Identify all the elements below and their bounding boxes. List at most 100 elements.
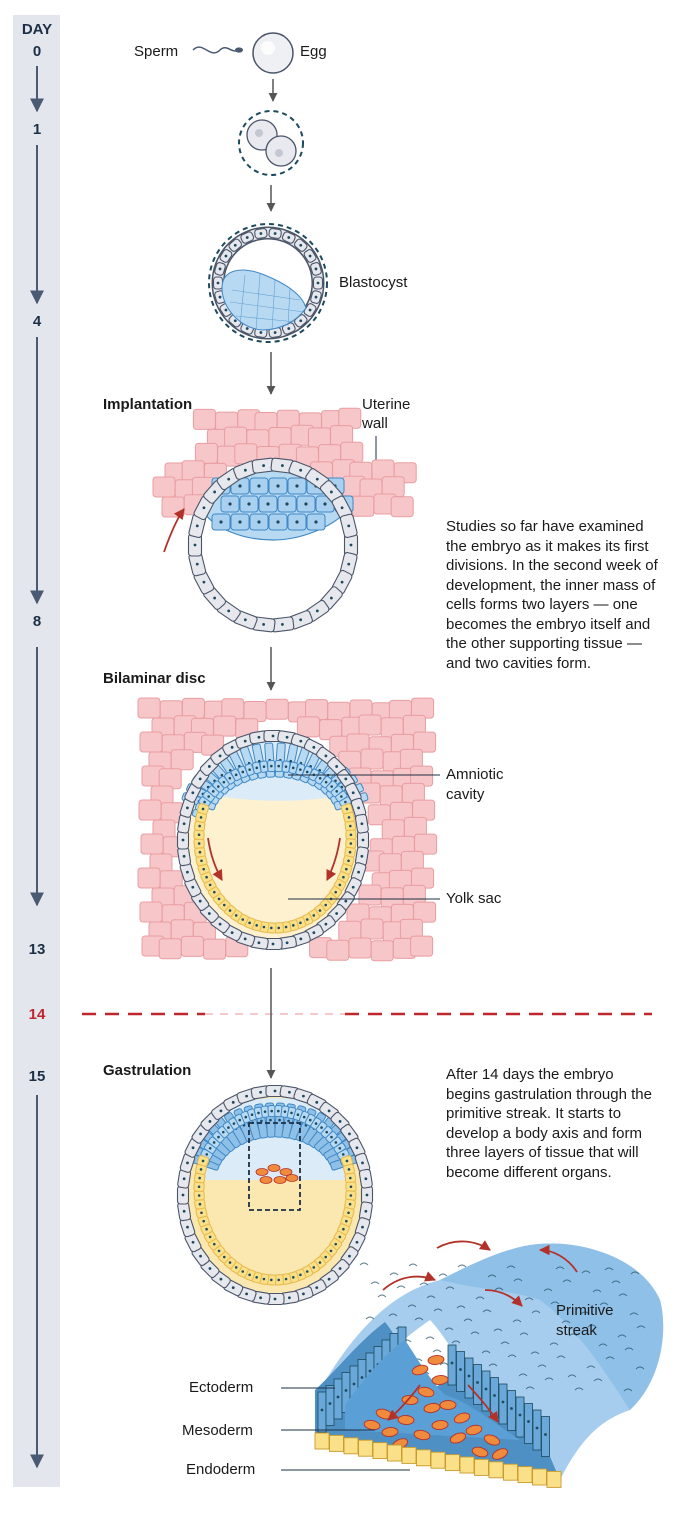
endoderm-cell (517, 1466, 533, 1484)
cell-nucleus (207, 795, 210, 798)
cell-nucleus (217, 1135, 220, 1139)
cell-nucleus (222, 780, 226, 784)
cell-nucleus (338, 1146, 342, 1150)
cell-nucleus (224, 308, 228, 312)
cell-nucleus (347, 1168, 351, 1171)
ectoderm-cell (325, 1385, 335, 1426)
two-cell-stage (238, 110, 304, 176)
ectoderm-cell (507, 1390, 516, 1431)
cell-nucleus (361, 1225, 364, 1229)
cell-nucleus (257, 520, 261, 524)
cell-nucleus (218, 922, 222, 926)
implantation-embryo (152, 407, 417, 633)
cell-nucleus (459, 1368, 462, 1371)
cell-nucleus (349, 833, 353, 837)
mesoderm-cell (427, 1354, 445, 1366)
cell-nucleus (198, 850, 202, 854)
cell-nucleus (276, 520, 280, 524)
cell-nucleus (197, 1194, 201, 1197)
bilaminar-embryo (137, 697, 438, 962)
cell-nucleus (357, 870, 360, 874)
surface-cell (456, 1305, 466, 1309)
zoom-box (248, 1122, 301, 1211)
cell-nucleus (202, 867, 205, 871)
yolk-sac-label: Yolk sac (446, 890, 502, 907)
surface-cell (562, 1279, 572, 1283)
cell-nucleus (299, 739, 303, 743)
surface-cell (389, 1272, 399, 1276)
uterine-cell (370, 940, 394, 962)
cell-nucleus (203, 800, 206, 804)
cell-nucleus (327, 1277, 331, 1281)
cell-nucleus (340, 580, 344, 584)
cell-nucleus (243, 937, 247, 941)
cell-nucleus (292, 924, 295, 927)
sperm-label: Sperm (134, 43, 178, 60)
cell-nucleus (292, 1276, 295, 1279)
cell-nucleus (228, 502, 232, 506)
ectoderm-cell (447, 1344, 457, 1386)
mesoderm-cell (492, 1448, 508, 1460)
surface-cell (444, 1327, 454, 1331)
uterine-cell (137, 697, 161, 719)
ectoderm-label: Ectoderm (189, 1379, 253, 1396)
cell-nucleus (527, 1420, 530, 1423)
surface-cell (543, 1288, 553, 1292)
cell-nucleus (336, 1395, 340, 1399)
timeline-header: DAY (22, 21, 52, 38)
cell-nucleus (205, 1227, 208, 1231)
cell-nucleus (219, 1109, 223, 1113)
surface-cell (408, 1263, 418, 1267)
cell-nucleus (355, 1146, 359, 1150)
surface-cell (438, 1273, 448, 1277)
cell-nucleus (278, 1118, 281, 1122)
surface-cell (580, 1311, 590, 1315)
cell-nucleus (318, 909, 322, 912)
cell-nucleus (360, 822, 364, 826)
cell-nucleus (325, 1130, 329, 1134)
cell-nucleus (312, 1266, 316, 1269)
ectoderm-cell (490, 1377, 499, 1418)
cell-nucleus (283, 1110, 287, 1113)
cell-nucleus (271, 942, 275, 946)
surface-cell (592, 1289, 602, 1293)
cell-nucleus (202, 1219, 205, 1223)
cell-nucleus (344, 899, 348, 903)
cell-nucleus (241, 1270, 245, 1273)
cell-nucleus (182, 1177, 186, 1181)
cell-nucleus (218, 754, 222, 758)
uterine-wall-label-2: wall (361, 415, 388, 432)
cell-nucleus (295, 484, 299, 488)
surface-cell (513, 1278, 523, 1282)
mesoderm-cell (465, 1424, 483, 1436)
uterine-cell (360, 748, 384, 770)
cell-nucleus (186, 870, 189, 874)
cell-nucleus (233, 319, 237, 323)
uterine-cell (137, 867, 161, 889)
cell-nucleus (318, 776, 322, 780)
surface-cell (439, 1362, 449, 1366)
cell-nucleus (349, 1185, 353, 1189)
cell-nucleus (291, 766, 295, 770)
cell-nucleus (351, 791, 355, 795)
cell-nucleus (199, 1132, 202, 1136)
surface-cell (618, 1293, 628, 1297)
cell-nucleus (220, 773, 224, 777)
cell-nucleus (217, 785, 220, 788)
surface-cell (388, 1313, 398, 1317)
cell-nucleus (299, 921, 302, 925)
cell-nucleus (338, 883, 342, 887)
cell-nucleus (355, 1240, 359, 1244)
ectoderm-cell (456, 1351, 465, 1392)
cell-nucleus (201, 807, 205, 811)
cell-nucleus (345, 867, 348, 871)
cell-nucleus (259, 331, 263, 334)
cell-nucleus (349, 824, 352, 828)
cell-nucleus (224, 254, 228, 258)
cell-nucleus (340, 506, 344, 510)
uterine-cell (358, 714, 382, 736)
uterine-cell (138, 799, 162, 821)
cell-nucleus (182, 1209, 186, 1213)
cell-nucleus (334, 890, 338, 894)
uterine-cell (348, 937, 372, 959)
